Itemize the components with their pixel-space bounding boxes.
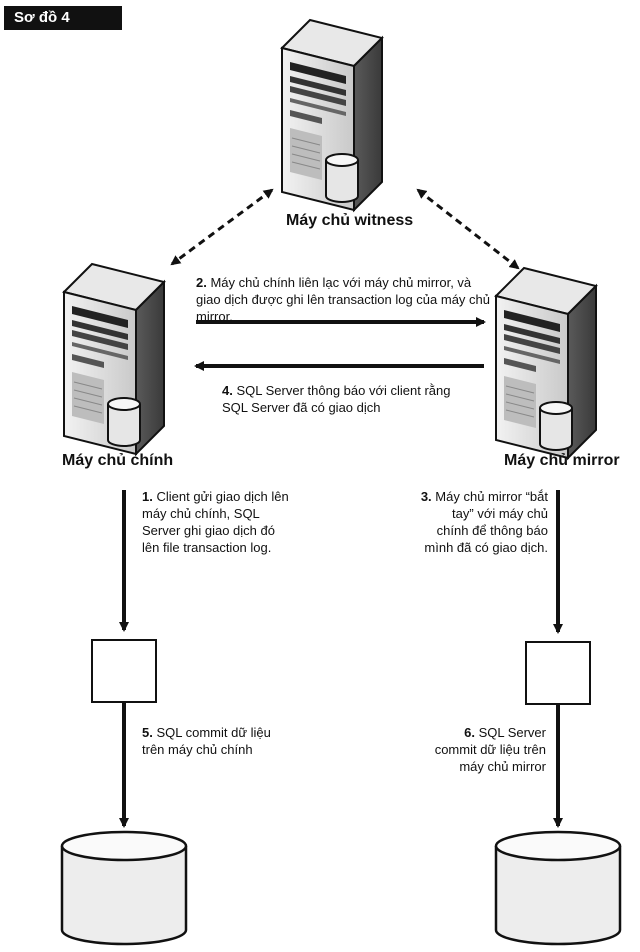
step-3-note: 3. Máy chủ mirror “bắt tay” với máy chủ …	[420, 488, 548, 556]
step-1-text: Client gửi giao dịch lên máy chủ chính, …	[142, 489, 289, 555]
mirror-server-label: Máy chủ mirror	[504, 452, 620, 469]
mirror-transaction-box	[525, 641, 591, 705]
step-5-text: SQL commit dữ liệu trên máy chủ chính	[142, 725, 271, 757]
step-6-number: 6.	[464, 725, 475, 740]
witness-mirror-link	[416, 188, 520, 270]
step-4-note: 4. SQL Server thông báo với client rằng …	[222, 382, 472, 416]
step-4-number: 4.	[222, 383, 233, 398]
principal-database-icon	[60, 830, 188, 946]
diagram-badge: Sơ đồ 4	[4, 6, 122, 30]
principal-server-icon	[63, 263, 165, 455]
mirror-database-icon	[494, 830, 622, 946]
principal-server-label: Máy chủ chính	[62, 452, 174, 469]
witness-server-label: Máy chủ witness	[286, 212, 414, 229]
step-3-number: 3.	[420, 489, 432, 504]
step-6-note: 6. SQL Server commit dữ liệu trên máy ch…	[432, 724, 546, 775]
step-3-text: Máy chủ mirror “bắt tay” với máy chủ chí…	[424, 489, 548, 555]
step-5-number: 5.	[142, 725, 153, 740]
step-1-number: 1.	[142, 489, 153, 504]
step-2-number: 2.	[196, 275, 207, 290]
step-6-text: SQL Server commit dữ liệu trên máy chủ m…	[434, 725, 546, 774]
principal-transaction-box	[91, 639, 157, 703]
step-5-note: 5. SQL commit dữ liệu trên máy chủ chính	[142, 724, 274, 758]
step-2-note: 2. Máy chủ chính liên lạc với máy chủ mi…	[196, 274, 496, 325]
step-4-text: SQL Server thông báo với client rằng SQL…	[222, 383, 451, 415]
mirror-server-icon	[495, 267, 597, 459]
step-2-text: Máy chủ chính liên lạc với máy chủ mirro…	[196, 275, 491, 324]
witness-principal-link	[170, 188, 274, 266]
witness-server-icon	[281, 19, 383, 211]
step-1-note: 1. Client gửi giao dịch lên máy chủ chín…	[142, 488, 292, 556]
